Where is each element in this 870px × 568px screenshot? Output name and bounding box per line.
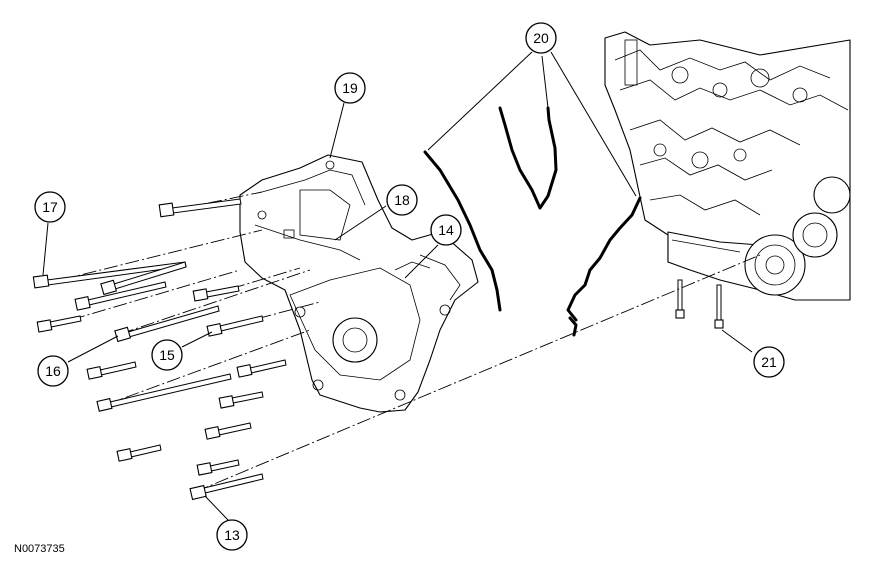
- bolt-16-b: [74, 281, 167, 311]
- callout-15: 15: [151, 339, 183, 371]
- callout-21-label: 21: [761, 354, 777, 370]
- bolt-mid-1: [86, 361, 137, 380]
- callout-15-label: 15: [159, 347, 175, 363]
- callout-19: 19: [334, 72, 366, 104]
- callout-17: 17: [34, 191, 66, 223]
- alignment-lines: [39, 191, 761, 493]
- bolt-16-a: [100, 261, 187, 296]
- callout-18-label: 18: [394, 192, 410, 208]
- bolt-13: [189, 473, 264, 501]
- callout-13: 13: [216, 519, 248, 551]
- callout-17-label: 17: [42, 199, 58, 215]
- bolt-mid-3: [218, 391, 264, 409]
- callout-13-label: 13: [224, 527, 240, 543]
- callout-16: 16: [37, 355, 69, 387]
- leader-lines: [42, 51, 753, 521]
- callout-20-label: 20: [533, 30, 549, 46]
- callout-16-label: 16: [45, 363, 61, 379]
- engine-block: [604, 31, 851, 329]
- bolt-16-c: [114, 305, 220, 343]
- bolt-15: [206, 315, 264, 337]
- bolt-low-1: [116, 444, 162, 462]
- bolt-long-low: [96, 373, 232, 412]
- bolt-mid-2: [236, 359, 287, 378]
- figure-reference-code: N0073735: [14, 543, 65, 555]
- cover-gaskets: [423, 106, 642, 337]
- bolt-mid-4: [204, 422, 252, 440]
- bolt-top: [158, 198, 242, 218]
- callout-21: 21: [753, 346, 785, 378]
- bolt-low-2: [196, 459, 240, 476]
- engine-front-cover: [239, 154, 479, 413]
- callout-14: 14: [430, 214, 462, 246]
- bolt-short-2: [192, 285, 240, 302]
- bolts: [32, 198, 287, 501]
- callout-20: 20: [525, 22, 557, 54]
- callout-14-label: 14: [438, 222, 454, 238]
- callout-18: 18: [386, 184, 418, 216]
- bolt-short-1: [36, 315, 82, 333]
- callout-19-label: 19: [342, 80, 358, 96]
